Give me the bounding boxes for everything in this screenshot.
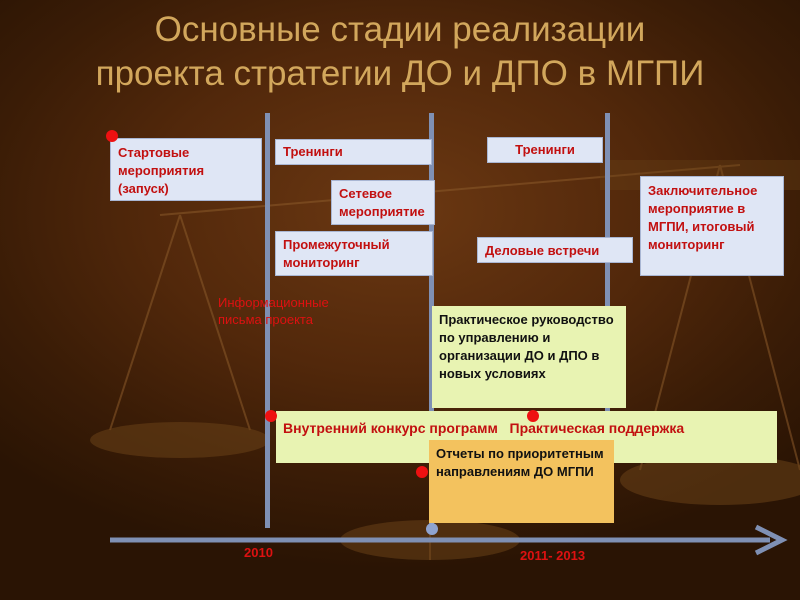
year-2010: 2010 xyxy=(244,545,273,560)
year-2011-2013: 2011- 2013 xyxy=(520,548,585,563)
